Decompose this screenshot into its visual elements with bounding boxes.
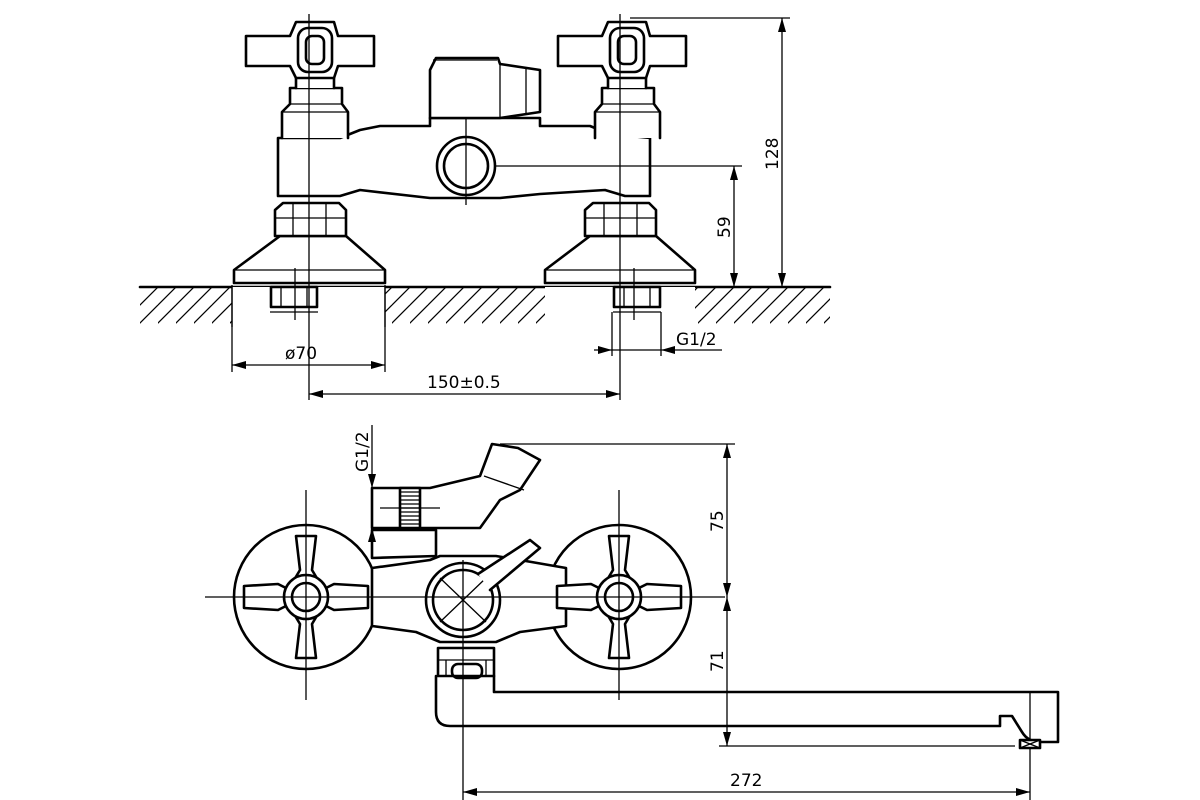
top-center-lines	[205, 490, 725, 800]
left-inlet-pipe	[269, 285, 319, 313]
dimension-59-label: 59	[715, 216, 735, 238]
dimension-g12-front-label: G1/2	[676, 330, 717, 350]
dimension-g12-top-label: G1/2	[353, 431, 373, 472]
dimension-spout-offset: 71	[708, 597, 1015, 747]
dimension-center-distance: 150±0.5	[308, 320, 620, 400]
left-valve	[280, 74, 350, 140]
dimension-spout-length: 272	[463, 748, 1031, 800]
left-cross-handle	[244, 20, 376, 80]
dimension-150-label: 150±0.5	[427, 373, 501, 393]
dimension-thread-front: G1/2	[594, 312, 722, 356]
shower-connection	[370, 442, 542, 560]
dimension-total-height: 128	[630, 17, 790, 287]
dimension-128-label: 128	[763, 138, 783, 170]
wall-surface	[138, 285, 832, 327]
dimension-71-label: 71	[708, 650, 728, 672]
spout	[434, 674, 1060, 750]
right-valve	[593, 74, 662, 140]
spout-nut	[436, 646, 496, 680]
dimension-75-label: 75	[708, 510, 728, 532]
right-inlet-pipe	[612, 285, 662, 313]
dimension-diverter-height: 75	[500, 443, 735, 597]
dimension-outlet-height: 59	[495, 165, 742, 287]
diverter-lever	[428, 56, 542, 120]
right-cross-handle	[556, 20, 688, 80]
front-view: 128 59 ø70 150±0.5	[138, 14, 832, 400]
top-view: G1/2 75 71 272	[205, 425, 1060, 800]
dimension-272-label: 272	[730, 771, 762, 791]
dimension-o70-label: ø70	[285, 344, 317, 364]
front-center-lines	[294, 14, 635, 400]
dimension-thread-top: G1/2	[353, 425, 400, 542]
